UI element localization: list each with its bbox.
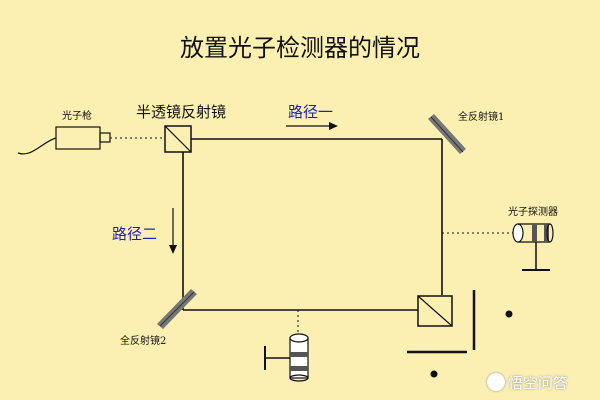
full-mirror-2-label: 全反射镜2 bbox=[120, 336, 167, 347]
bottom-dot bbox=[430, 370, 438, 378]
full-mirror-1-label: 全反射镜1 bbox=[458, 112, 505, 123]
path-one-arrow bbox=[286, 122, 338, 130]
photon-detector bbox=[512, 223, 554, 271]
path-two-label: 路径二 bbox=[112, 225, 158, 243]
right-dot bbox=[505, 310, 513, 318]
watermark-logo-icon bbox=[487, 373, 505, 391]
watermark-text: 悟空问答 bbox=[508, 374, 569, 392]
photon-gun bbox=[17, 126, 111, 155]
path-two-arrow bbox=[169, 208, 177, 254]
output-splitter bbox=[417, 295, 453, 327]
half-mirror-label: 半透镜反射镜 bbox=[136, 103, 227, 121]
full-mirror-2 bbox=[157, 289, 197, 329]
photon-detector-label: 光子探测器 bbox=[508, 207, 558, 218]
path-one-label: 路径一 bbox=[288, 103, 334, 121]
full-mirror-1 bbox=[428, 114, 466, 154]
bottom-detector bbox=[264, 310, 309, 382]
photon-gun-label: 光子枪 bbox=[62, 111, 92, 122]
half-mirror-splitter bbox=[164, 125, 192, 153]
diagram-title: 放置光子检测器的情况 bbox=[180, 34, 420, 62]
